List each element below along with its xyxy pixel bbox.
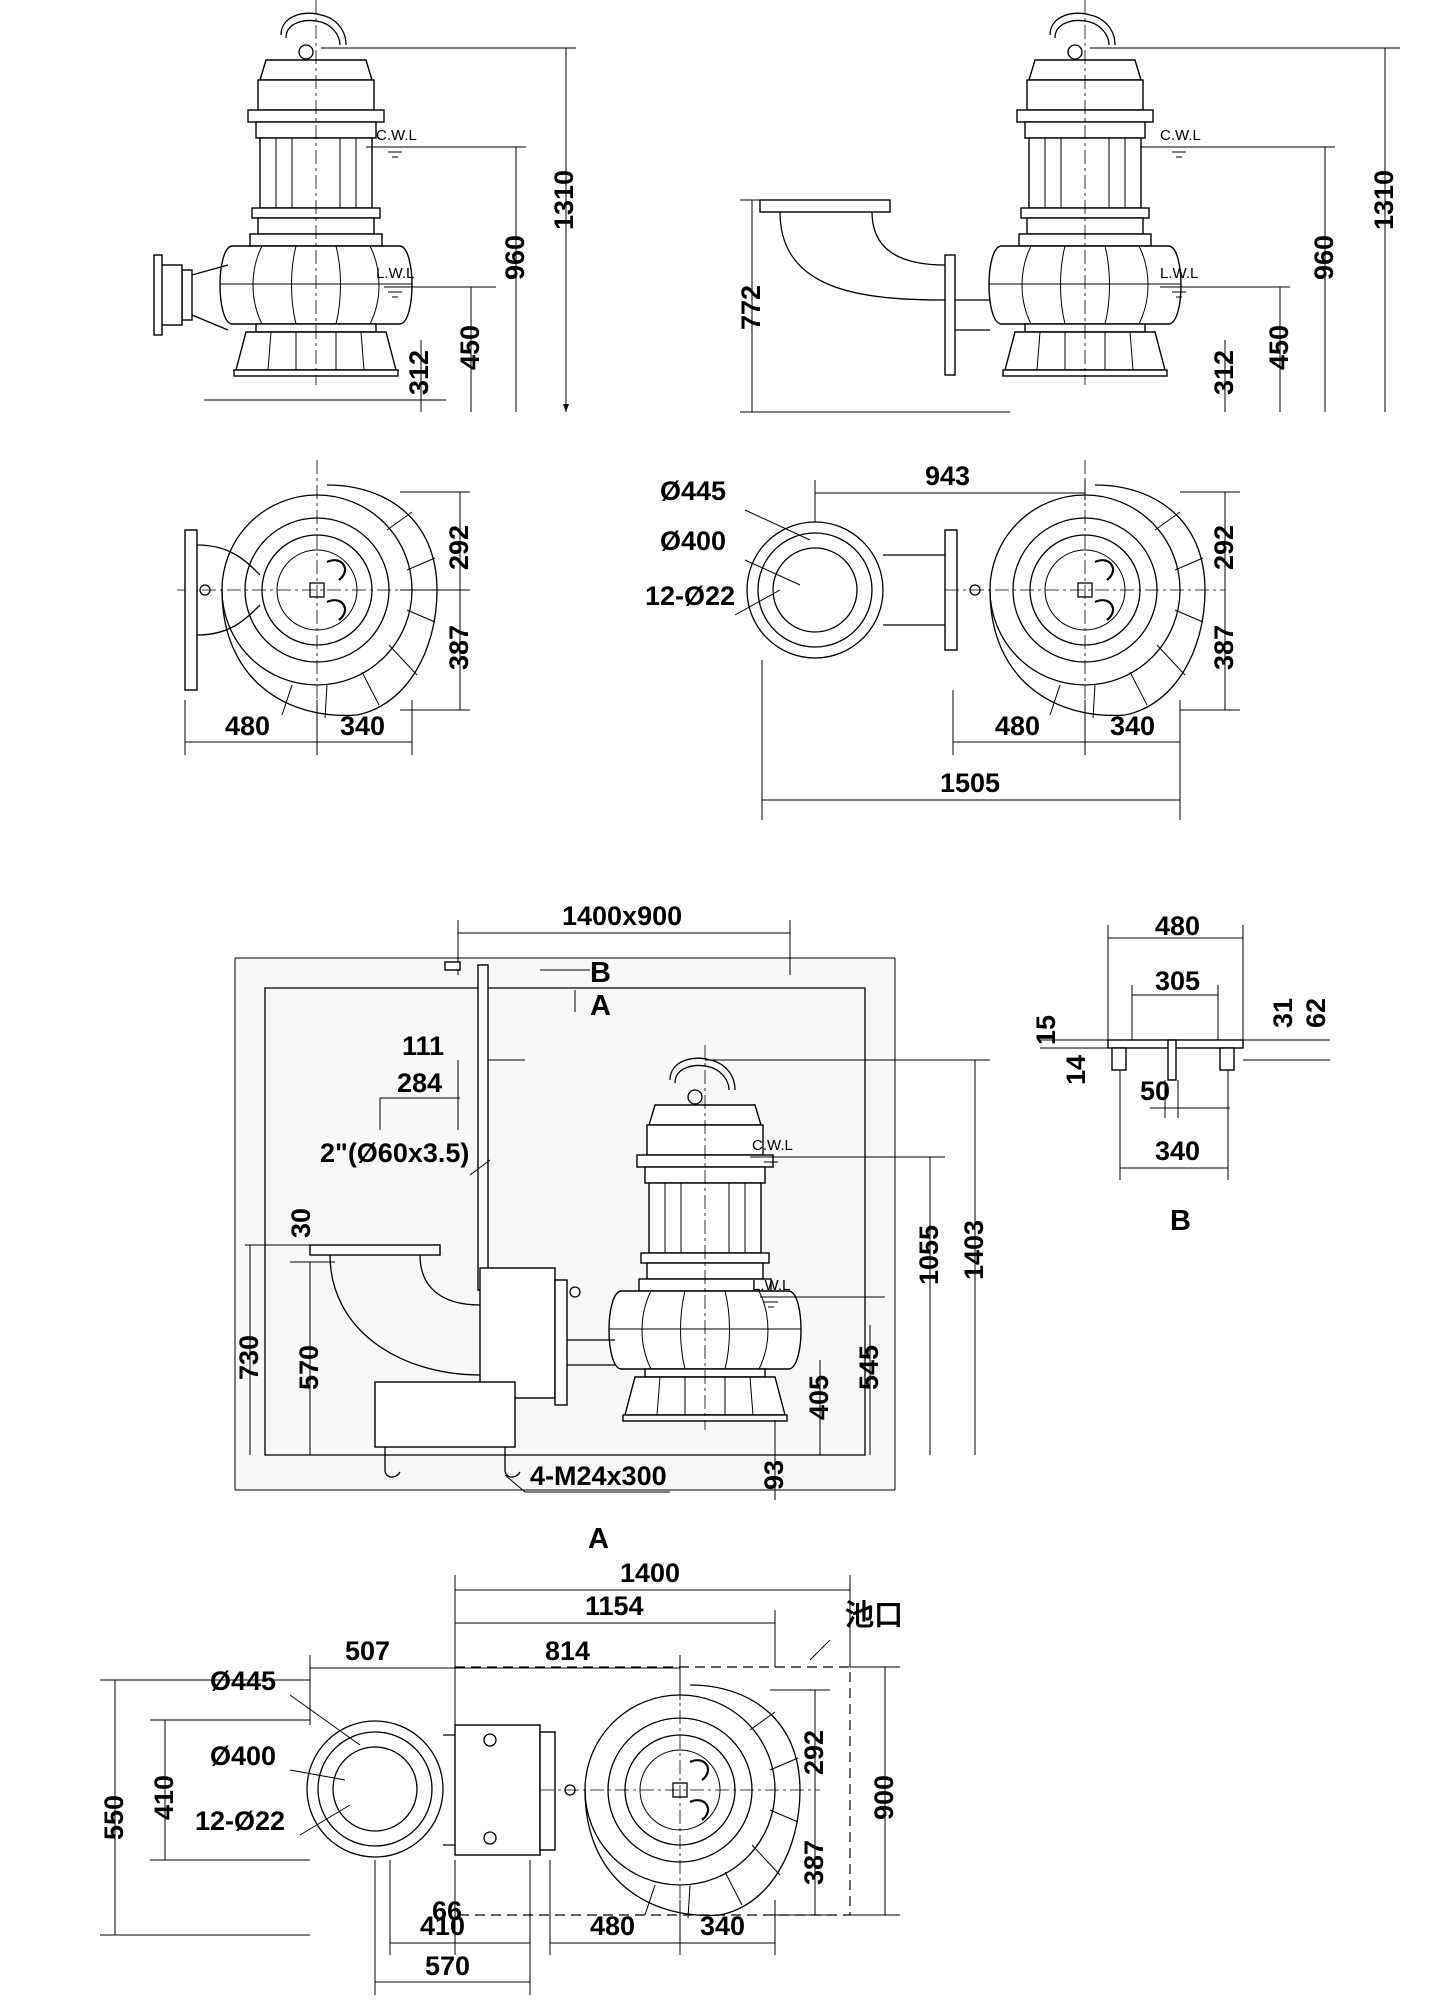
cwl-label: C.W.L [752, 1137, 793, 1154]
dim-111: 111 [402, 1031, 444, 1061]
auto-coupling [454, 1724, 541, 1856]
plan-view-bottom: 1400 1154 池口 507 814 Ø445 Ø400 12-Ø22 55… [99, 1558, 903, 1995]
dim-1505: 1505 [940, 768, 1000, 798]
detail-b-view: 480 305 15 14 31 62 50 340 B [1031, 911, 1331, 1237]
dim-480: 480 [995, 711, 1040, 741]
outlet-flange-icon [306, 1720, 444, 1858]
pump-plan-icon [943, 458, 1227, 732]
lwl-label: L.W.L [1160, 265, 1198, 282]
dim-507: 507 [345, 1636, 390, 1666]
dim-387: 387 [799, 1840, 829, 1885]
lwl-label: L.W.L [376, 265, 414, 282]
dim-340: 340 [340, 711, 385, 741]
dim-bolts: 4-M24x300 [530, 1461, 667, 1491]
pump-plan-icon [175, 458, 459, 732]
dim-1310: 1310 [1369, 170, 1399, 230]
auto-coupling [479, 1267, 556, 1399]
dim-292: 292 [1209, 525, 1239, 570]
dim-772: 772 [736, 285, 766, 330]
dim-814: 814 [545, 1636, 590, 1666]
guide-rail [477, 964, 489, 1291]
dim-480: 480 [225, 711, 270, 741]
dim-1403: 1403 [959, 1220, 989, 1280]
dim-holes: 12-Ø22 [645, 581, 735, 611]
detail-b-label: B [1170, 1205, 1191, 1237]
dim-14: 14 [1061, 1055, 1091, 1085]
dim-340: 340 [1110, 711, 1155, 741]
dim-387: 387 [1209, 625, 1239, 670]
dim-o400: Ø400 [210, 1741, 276, 1771]
dim-15: 15 [1031, 1015, 1061, 1045]
section-a-label: A [588, 1523, 609, 1555]
dim-31: 31 [1268, 998, 1298, 1028]
dim-480: 480 [590, 1911, 635, 1941]
dim-387: 387 [444, 625, 474, 670]
dim-1055: 1055 [914, 1225, 944, 1285]
dim-570: 570 [425, 1951, 470, 1981]
dim-730: 730 [234, 1335, 264, 1380]
dim-93: 93 [759, 1460, 789, 1490]
dim-960: 960 [1309, 235, 1339, 280]
dim-o445: Ø445 [210, 1666, 276, 1696]
dim-410: 410 [149, 1775, 179, 1820]
cwl-label: C.W.L [1160, 127, 1201, 144]
dim-312: 312 [1209, 350, 1239, 395]
outlet-flange-icon [746, 521, 884, 659]
plan-view-left: 292 387 480 340 [175, 458, 474, 755]
dim-900: 900 [869, 1775, 899, 1820]
cut-b-label: B [590, 957, 611, 989]
dim-450: 450 [1264, 325, 1294, 370]
dim-292: 292 [444, 525, 474, 570]
dim-405: 405 [804, 1375, 834, 1420]
dim-545: 545 [854, 1345, 884, 1390]
dim-943: 943 [925, 461, 970, 491]
pit-edge-label: 池口 [845, 1599, 903, 1632]
dim-o400: Ø400 [660, 526, 726, 556]
front-elevation-view: C.W.L L.W.L 1310 960 450 312 [153, 0, 579, 412]
plan-view-right: 943 Ø445 Ø400 12-Ø22 292 387 480 340 150… [645, 458, 1240, 820]
dim-holes: 12-Ø22 [195, 1806, 285, 1836]
dim-292: 292 [799, 1730, 829, 1775]
dim-312: 312 [404, 350, 434, 395]
dim-30: 30 [286, 1208, 316, 1238]
dim-pipe: 2"(Ø60x3.5) [320, 1138, 469, 1168]
dim-450: 450 [455, 325, 485, 370]
dim-1400: 1400 [620, 1558, 680, 1588]
dim-284: 284 [397, 1068, 442, 1098]
dim-550: 550 [99, 1795, 129, 1840]
dim-1310: 1310 [549, 170, 579, 230]
dim-pit: 1400x900 [562, 901, 682, 931]
dim-305: 305 [1155, 966, 1200, 996]
side-elevation-view: C.W.L L.W.L 772 1310 960 450 312 [736, 0, 1400, 413]
dim-340: 340 [700, 1911, 745, 1941]
dim-62: 62 [1301, 998, 1331, 1028]
dim-570: 570 [294, 1345, 324, 1390]
pump-front-icon [219, 0, 413, 386]
dim-66: 66 [432, 1896, 462, 1926]
dim-480: 480 [1155, 911, 1200, 941]
pump-side-icon [988, 0, 1182, 386]
lwl-label: L.W.L [752, 1277, 790, 1294]
section-a-view: 1400x900 B A 111 284 2"(Ø60x3.5) 30 730 … [234, 901, 990, 1555]
dim-960: 960 [500, 235, 530, 280]
cut-a-label: A [590, 990, 611, 1022]
dim-1154: 1154 [585, 1591, 644, 1621]
dim-340: 340 [1155, 1136, 1200, 1166]
dim-50: 50 [1140, 1076, 1170, 1106]
pump-plan-icon [538, 1658, 822, 1932]
dim-410: 410 [420, 1911, 465, 1941]
cwl-label: C.W.L [376, 127, 417, 144]
dim-o445: Ø445 [660, 476, 726, 506]
